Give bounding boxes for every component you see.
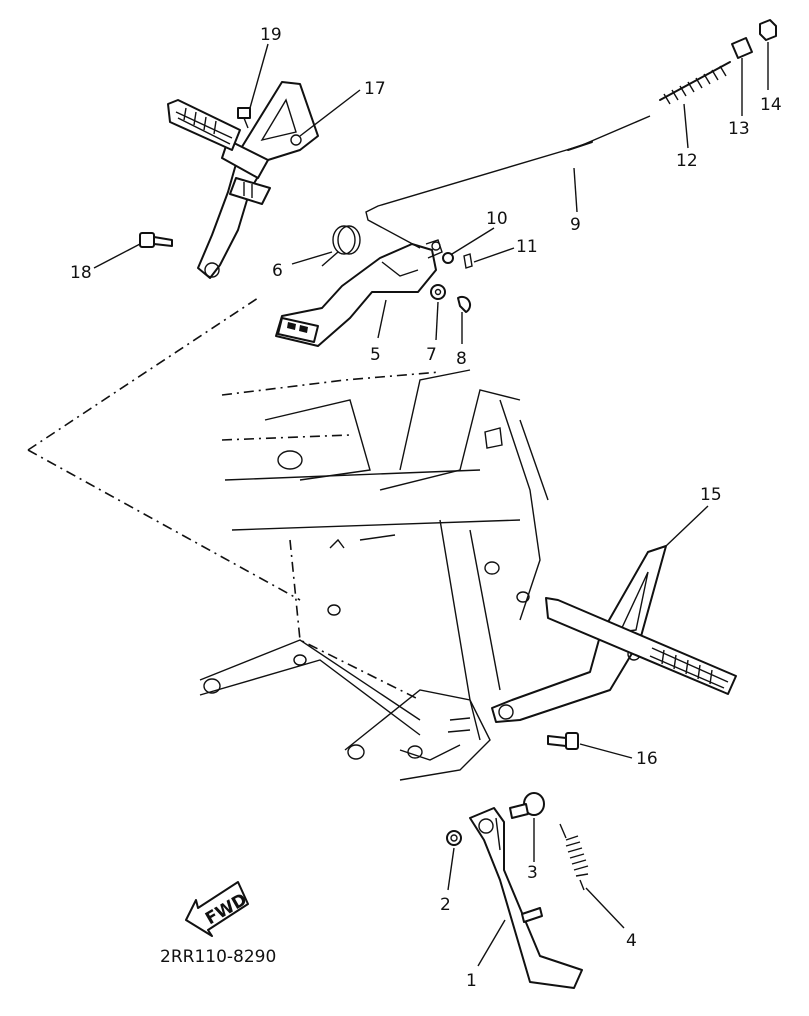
spring-4: [559, 823, 589, 891]
callout-5: 5: [370, 345, 381, 365]
bolt-18: [139, 232, 173, 248]
bolt-3: [509, 792, 545, 819]
callout-13: 13: [728, 119, 750, 139]
drawing-code: 2RR110-8290: [160, 947, 276, 967]
callout-10: 10: [486, 209, 508, 229]
callout-4: 4: [626, 931, 637, 951]
callout-11: 11: [516, 237, 538, 257]
fwd-direction-arrow: FWD: [185, 881, 251, 937]
callout-1: 1: [466, 971, 477, 991]
sidestand-1: [469, 807, 583, 989]
callout-18: 18: [70, 263, 92, 283]
pin-11: [463, 253, 473, 269]
callout-8: 8: [456, 349, 467, 369]
brake-rod-thread-12: [659, 61, 731, 105]
callout-6: 6: [272, 261, 283, 281]
bolt-19: [237, 107, 251, 129]
nut-2: [446, 830, 462, 846]
left-footrest-peg: [167, 99, 241, 151]
left-footrest-bracket: [197, 81, 319, 279]
callout-17: 17: [364, 79, 386, 99]
washer-7: [430, 284, 446, 300]
callout-12: 12: [676, 151, 698, 171]
brake-rod-9: [365, 115, 651, 249]
leader-lines: [93, 42, 769, 967]
callout-7: 7: [426, 345, 437, 365]
callout-3: 3: [527, 863, 538, 883]
washer-10: [442, 252, 454, 264]
callout-labels: 1 2 3 4 5 6 7 8 9 10 11 12 13 14 15 16 1…: [70, 25, 782, 991]
callout-19: 19: [260, 25, 282, 45]
spring-6: [321, 225, 361, 267]
frame-outline: [27, 297, 549, 781]
callout-15: 15: [700, 485, 722, 505]
circlip-8: [457, 295, 472, 313]
right-footrest-peg: [545, 597, 737, 695]
nut-14: [759, 19, 777, 41]
callout-16: 16: [636, 749, 658, 769]
callout-9: 9: [570, 215, 581, 235]
brake-pedal-5: [275, 239, 443, 347]
bolt-16: [547, 732, 579, 750]
adjusting-nut-13: [731, 37, 753, 59]
callout-14: 14: [760, 95, 782, 115]
callout-2: 2: [440, 895, 451, 915]
